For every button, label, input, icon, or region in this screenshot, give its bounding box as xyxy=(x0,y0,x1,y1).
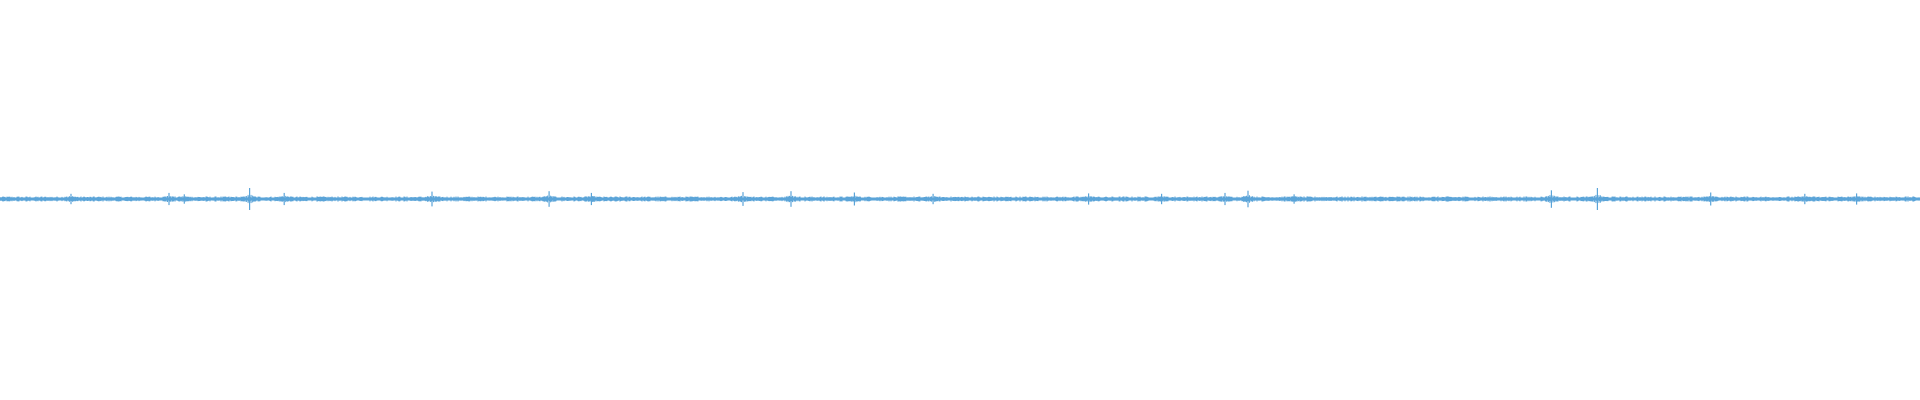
waveform-noise xyxy=(0,196,1920,202)
waveform-trace xyxy=(0,188,1920,210)
